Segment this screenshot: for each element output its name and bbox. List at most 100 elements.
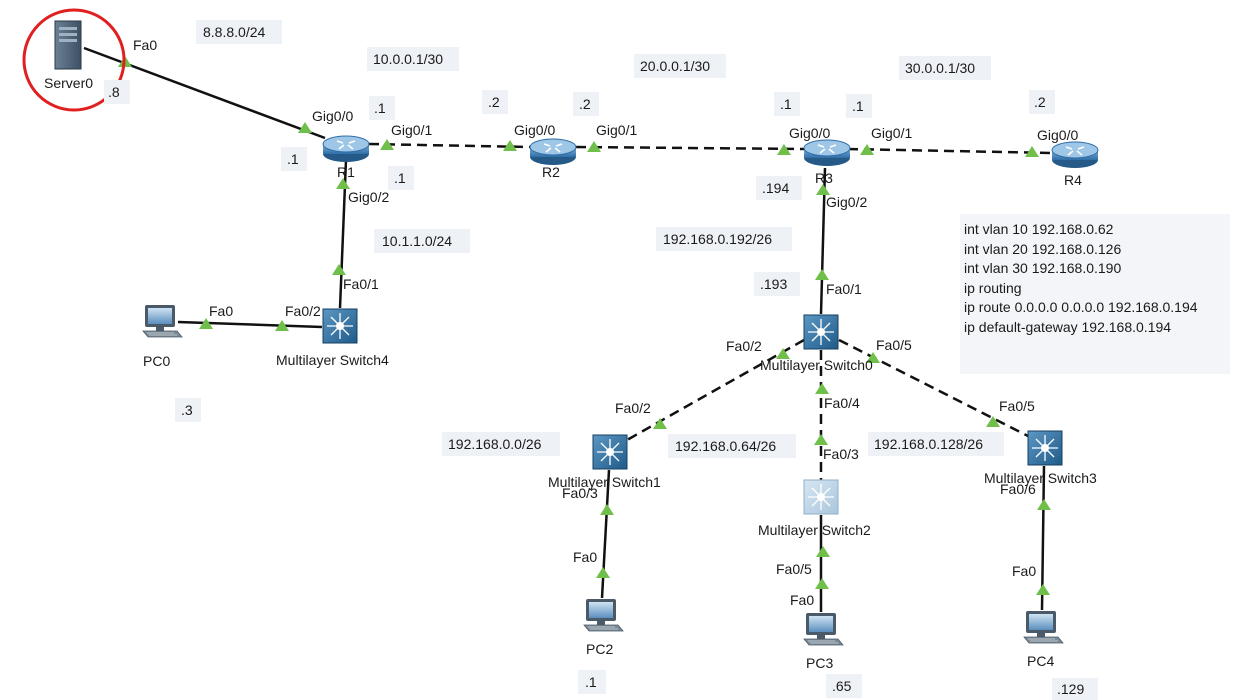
- network-label: 20.0.0.1/30: [640, 58, 710, 74]
- address-label: .1: [780, 96, 792, 112]
- network-label: 10.1.1.0/24: [382, 233, 452, 249]
- label-bg: [578, 670, 606, 694]
- device-name-label[interactable]: PC3: [806, 655, 833, 671]
- port-arrow: [600, 504, 614, 515]
- multilayer-switch1-icon[interactable]: [592, 434, 628, 470]
- router-r3-icon[interactable]: [803, 139, 851, 167]
- port-arrow: [815, 383, 829, 394]
- server-icon: [54, 20, 82, 70]
- address-label: .193: [760, 276, 787, 292]
- address-label: .1: [287, 151, 299, 167]
- label-bg: [175, 398, 201, 422]
- network-label: 192.168.0.192/26: [663, 231, 772, 247]
- label-bg: [826, 674, 862, 698]
- port-label: Fa0/4: [824, 395, 860, 411]
- port-label: Gig0/2: [348, 189, 389, 205]
- port-label: Fa0: [790, 592, 814, 608]
- label-bg: [369, 96, 395, 120]
- device-name-label[interactable]: Multilayer Switch1: [548, 474, 661, 490]
- config-note-line: ip route 0.0.0.0 0.0.0.0 192.168.0.194: [964, 299, 1198, 315]
- address-label: .3: [181, 402, 193, 418]
- link-r1-r2[interactable]: [368, 142, 531, 149]
- port-label: Fa0: [573, 549, 597, 565]
- port-label: Gig0/0: [789, 125, 830, 141]
- port-arrow: [814, 434, 828, 445]
- label-bg: [374, 229, 470, 253]
- port-label: Fa0/2: [615, 400, 651, 416]
- port-arrow: [332, 264, 346, 275]
- port-label: Gig0/1: [391, 122, 432, 138]
- multilayer-switch2-icon[interactable]: [803, 479, 839, 515]
- server0-device[interactable]: [22, 8, 126, 112]
- port-arrow: [1037, 499, 1051, 510]
- link-r2-r3[interactable]: [575, 145, 806, 151]
- pc0-icon[interactable]: [142, 304, 183, 338]
- label-bg: [868, 432, 1004, 456]
- port-label: Fa0/5: [999, 398, 1035, 414]
- port-label: Fa0/1: [343, 276, 379, 292]
- port-arrow: [815, 578, 829, 589]
- link-r3-r4[interactable]: [847, 147, 1054, 155]
- text-labels: Server0 R1 R2 R3 R4 PC0 Multilayer Switc…: [44, 24, 1097, 697]
- network-label: 30.0.0.1/30: [905, 60, 975, 76]
- port-label: Gig0/2: [826, 194, 867, 210]
- device-name-label[interactable]: PC0: [143, 353, 170, 369]
- address-label: .194: [762, 180, 789, 196]
- device-name-label[interactable]: PC4: [1027, 653, 1054, 669]
- port-label: Fa0: [209, 303, 233, 319]
- device-name-label[interactable]: Multilayer Switch3: [984, 470, 1097, 486]
- link-mls0-mls1[interactable]: [626, 338, 805, 442]
- config-note: int vlan 10 192.168.0.62 int vlan 20 192…: [960, 214, 1230, 374]
- device-name-label[interactable]: R4: [1064, 172, 1082, 188]
- label-bg: [899, 56, 991, 80]
- label-bg: [367, 47, 459, 71]
- multilayer-switch4-icon[interactable]: [322, 308, 358, 344]
- port-label: Gig0/1: [871, 125, 912, 141]
- port-label: Fa0: [1012, 563, 1036, 579]
- address-label: .129: [1057, 681, 1084, 697]
- label-bg: [104, 80, 130, 104]
- router-r2-icon[interactable]: [529, 138, 577, 166]
- router-r1-icon[interactable]: [322, 135, 370, 163]
- pc2-icon[interactable]: [583, 598, 624, 632]
- device-name-label[interactable]: Server0: [44, 75, 93, 91]
- multilayer-switch3-icon[interactable]: [1027, 430, 1063, 466]
- port-label: Fa0/2: [726, 338, 762, 354]
- port-arrow: [815, 269, 829, 280]
- label-bg: [388, 166, 414, 190]
- router-r4-icon[interactable]: [1051, 141, 1099, 169]
- device-name-label[interactable]: R2: [542, 164, 560, 180]
- port-label: Fa0/5: [876, 337, 912, 353]
- label-bg: [754, 272, 800, 296]
- label-bg: [482, 90, 508, 114]
- config-note-line: int vlan 20 192.168.0.126: [964, 240, 1122, 257]
- device-name-label[interactable]: Multilayer Switch4: [276, 352, 389, 368]
- port-label: Fa0/5: [776, 561, 812, 577]
- device-name-label[interactable]: Multilayer Switch2: [758, 522, 871, 538]
- multilayer-switch0-icon[interactable]: [803, 314, 839, 350]
- label-bg: [196, 20, 282, 44]
- label-bg: [281, 147, 307, 171]
- port-label: Gig0/0: [514, 122, 555, 138]
- address-label: .1: [394, 170, 406, 186]
- device-name-label[interactable]: Multilayer Switch0: [760, 357, 873, 373]
- config-note-line: int vlan 10 192.168.0.62: [964, 221, 1114, 237]
- label-bg: [1029, 90, 1055, 114]
- label-bg: [442, 432, 560, 456]
- address-label: .2: [488, 94, 500, 110]
- port-label: Gig0/1: [596, 122, 637, 138]
- device-name-label[interactable]: R3: [815, 170, 833, 186]
- network-label: 8.8.8.0/24: [203, 24, 265, 40]
- pc4-icon[interactable]: [1023, 610, 1064, 644]
- port-arrow: [1036, 584, 1050, 595]
- label-bg: [846, 94, 872, 118]
- pc3-icon[interactable]: [803, 612, 844, 646]
- config-note-line: ip routing: [964, 279, 1022, 296]
- device-name-label[interactable]: R1: [337, 164, 355, 180]
- port-label: Gig0/0: [1037, 127, 1078, 143]
- network-label: 10.0.0.1/30: [373, 51, 443, 67]
- device-name-label[interactable]: PC2: [586, 641, 613, 657]
- link-pc0-mls4[interactable]: [177, 320, 323, 329]
- label-bg: [756, 176, 802, 200]
